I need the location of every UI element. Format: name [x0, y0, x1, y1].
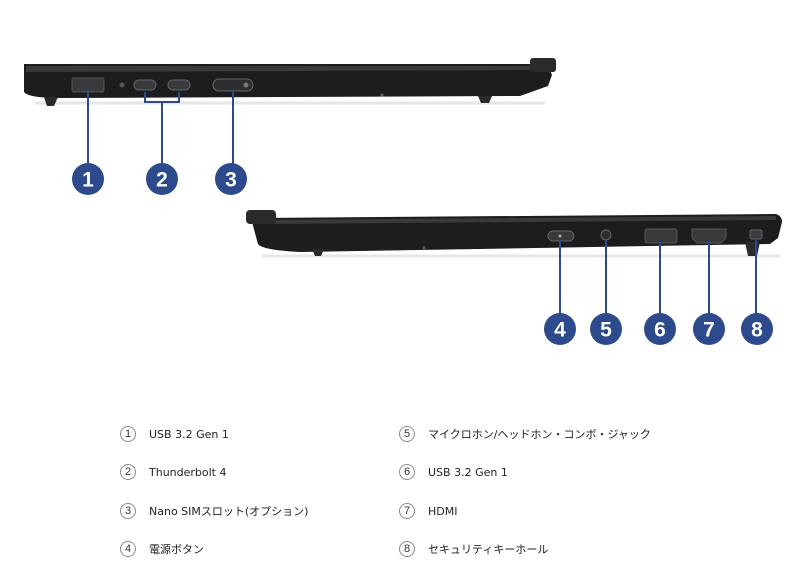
callout-number-8: 8	[751, 319, 763, 342]
legend-number: 4	[120, 541, 136, 557]
legend-label: Thunderbolt 4	[149, 465, 227, 479]
legend-item-1: 1 USB 3.2 Gen 1	[120, 424, 229, 444]
legend-item-4: 4 電源ボタン	[120, 539, 204, 559]
legend-label: USB 3.2 Gen 1	[149, 427, 229, 441]
callout-number-6: 6	[654, 319, 666, 342]
thunderbolt-port-2	[167, 79, 191, 91]
callout-circle-7	[693, 313, 725, 345]
legend-item-2: 2 Thunderbolt 4	[120, 462, 226, 482]
hdmi-port	[691, 228, 727, 244]
combo-audio-jack	[600, 229, 612, 241]
usb-a-port-left	[71, 77, 105, 93]
callout-number-1: 1	[82, 169, 94, 192]
legend-label: USB 3.2 Gen 1	[428, 465, 508, 479]
laptop-right-side-view	[246, 210, 782, 258]
legend-label: セキュリティキーホール	[428, 543, 549, 556]
leader-lines	[87, 90, 757, 314]
legend-number: 7	[399, 503, 415, 519]
legend-number: 1	[120, 426, 136, 442]
legend-item-3: 3 Nano SIMスロット(オプション)	[120, 501, 308, 521]
thunderbolt-port-1	[133, 79, 157, 91]
callout-circle-4	[544, 313, 576, 345]
legend-item-5: 5 マイクロホン/ヘッドホン・コンボ・ジャック	[399, 424, 651, 444]
laptop-left-side-view	[24, 58, 556, 106]
callout-circle-5	[590, 313, 622, 345]
legend-number: 3	[120, 503, 136, 519]
legend-number: 2	[120, 464, 136, 480]
usb-a-port-right	[644, 228, 678, 244]
callout-number-5: 5	[600, 319, 612, 342]
legend-number: 8	[399, 541, 415, 557]
callout-circle-8	[741, 313, 773, 345]
callout-number-3: 3	[225, 169, 237, 192]
callout-number-2: 2	[156, 169, 168, 192]
callout-number-4: 4	[554, 319, 566, 342]
legend-item-7: 7 HDMI	[399, 501, 457, 521]
legend-label: Nano SIMスロット(オプション)	[149, 505, 309, 518]
callout-number-7: 7	[703, 319, 715, 342]
legend-label: マイクロホン/ヘッドホン・コンボ・ジャック	[428, 428, 651, 441]
legend-item-6: 6 USB 3.2 Gen 1	[399, 462, 508, 482]
callout-circle-2	[146, 163, 178, 195]
security-keyhole	[749, 229, 763, 240]
legend-number: 5	[399, 426, 415, 442]
laptop-side-views-diagram: 1 2 3 4 5 6 7 8	[24, 58, 782, 345]
legend-label: 電源ボタン	[149, 543, 204, 556]
callout-circle-6	[644, 313, 676, 345]
legend-item-8: 8 セキュリティキーホール	[399, 539, 548, 559]
callout-circle-1	[72, 163, 104, 195]
callout-circle-3	[215, 163, 247, 195]
legend-number: 6	[399, 464, 415, 480]
legend-label: HDMI	[428, 504, 458, 518]
